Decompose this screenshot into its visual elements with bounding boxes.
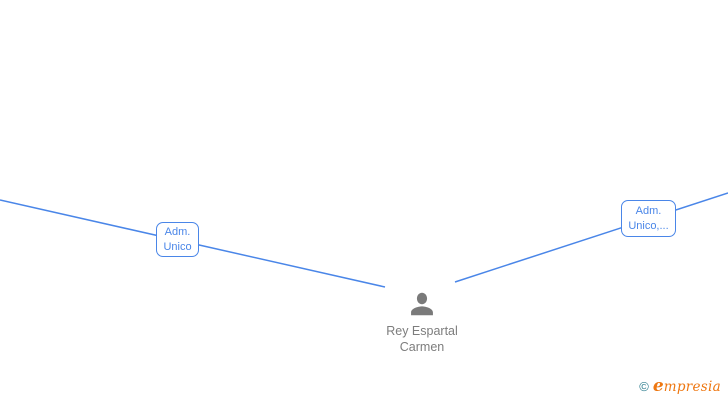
edge-line-right <box>454 192 728 283</box>
person-node-rey-espartal-carmen[interactable]: Rey Espartal Carmen <box>342 288 502 355</box>
edge-label-adm-unico[interactable]: Adm. Unico <box>156 222 199 257</box>
edge-label-text-line2: Unico,... <box>628 219 669 232</box>
edge-label-text-line2: Unico <box>163 240 192 253</box>
copyright-icon: © <box>639 379 649 394</box>
person-name-line1: Rey Espartal <box>386 324 458 338</box>
edge-label-text-line1: Adm. <box>164 225 191 238</box>
brand-initial-letter: e <box>652 376 664 396</box>
empresia-logo[interactable]: © e mpresia <box>639 376 721 396</box>
person-name-line2: Carmen <box>399 340 445 354</box>
edge-label-text-line1: Adm. <box>635 204 662 217</box>
brand-name-text: mpresia <box>663 379 721 395</box>
person-name: Rey Espartal Carmen <box>342 323 502 355</box>
edge-label-adm-unico-etc[interactable]: Adm. Unico,... <box>621 200 676 237</box>
person-icon <box>405 288 439 320</box>
